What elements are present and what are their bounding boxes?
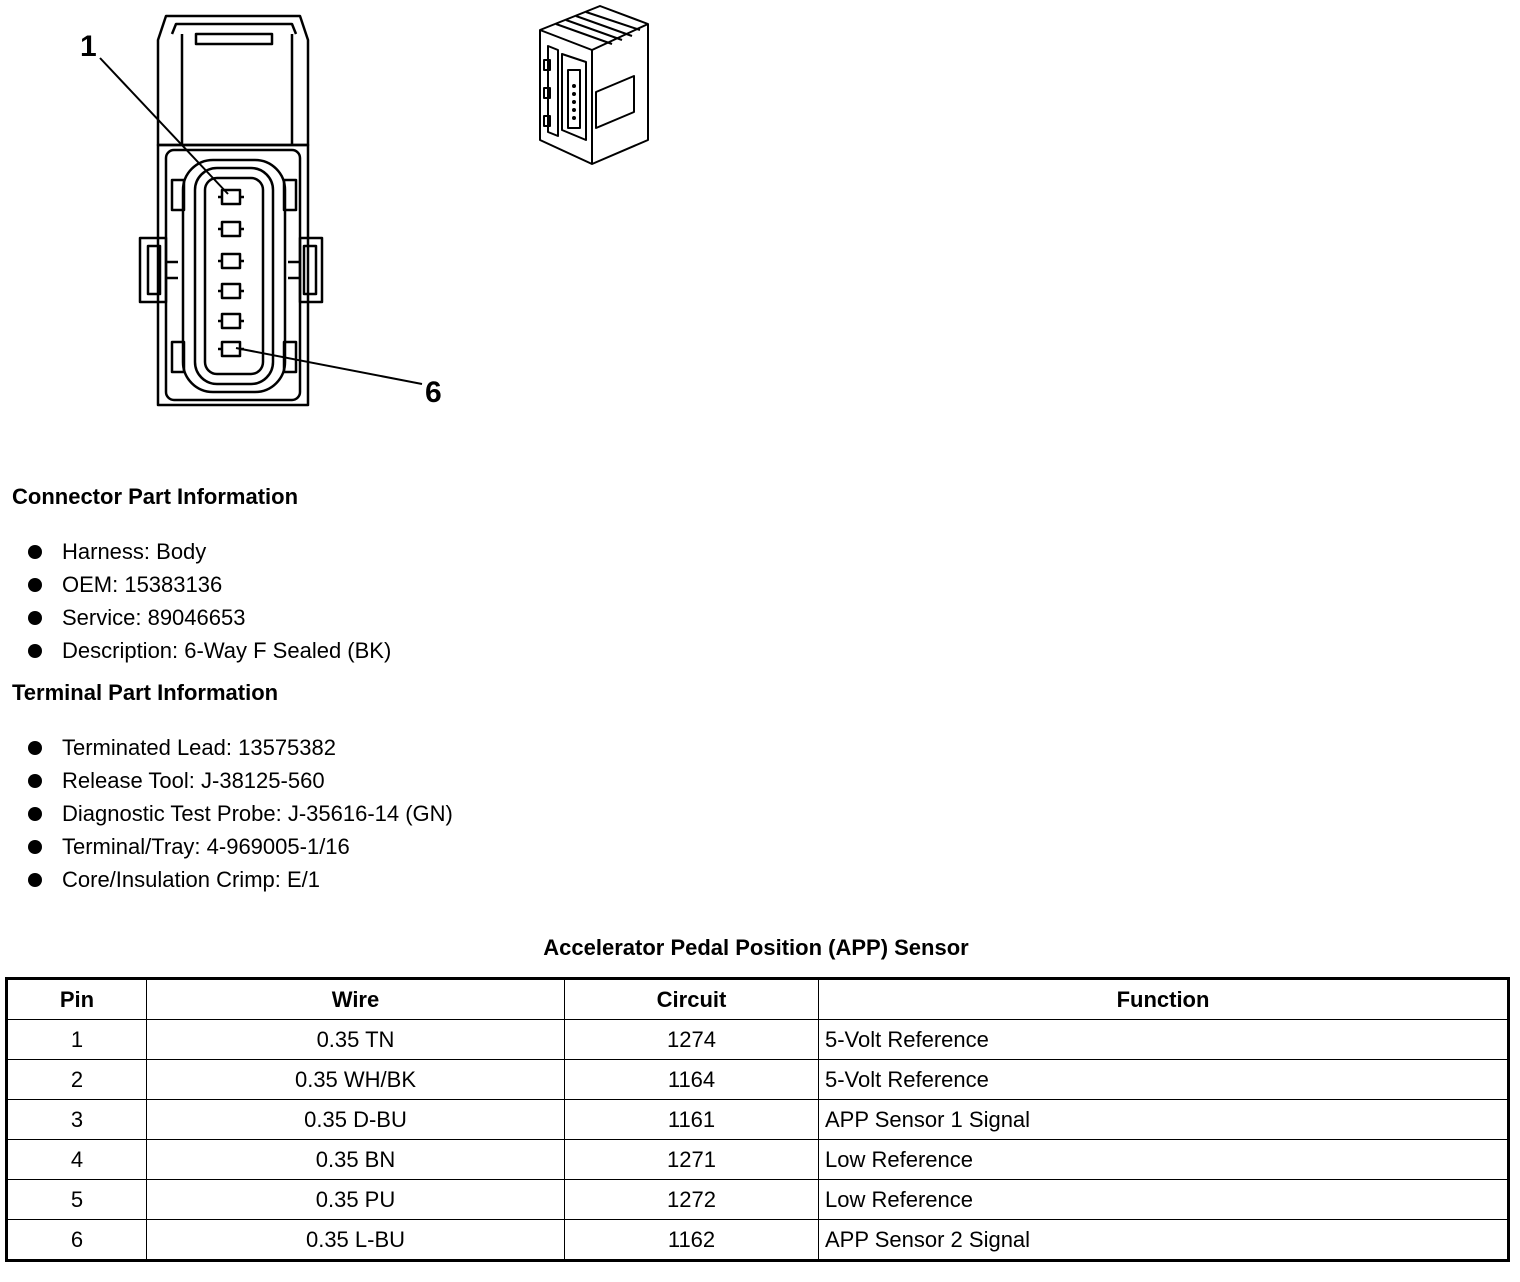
connector-part-info-heading: Connector Part Information: [12, 484, 299, 509]
table-row: 1 0.35 TN 1274 5-Volt Reference: [6, 1019, 1509, 1060]
cell-pin: 1: [6, 1019, 147, 1060]
isometric-pin-dots: [572, 84, 576, 120]
callout-1: 1: [80, 30, 97, 63]
cell-function: APP Sensor 2 Signal: [818, 1219, 1509, 1261]
pinout-table: Pin Wire Circuit Function 1 0.35 TN 1274…: [5, 977, 1510, 1262]
cell-pin: 4: [6, 1139, 147, 1180]
cell-pin: 5: [6, 1179, 147, 1220]
cell-function: Low Reference: [818, 1179, 1509, 1220]
table-row: 4 0.35 BN 1271 Low Reference: [6, 1139, 1509, 1180]
cell-pin: 2: [6, 1059, 147, 1100]
table-header-row: Pin Wire Circuit Function: [6, 978, 1509, 1020]
callout-6: 6: [425, 376, 442, 409]
cell-wire: 0.35 TN: [146, 1019, 565, 1060]
cell-wire: 0.35 WH/BK: [146, 1059, 565, 1100]
cavity-4: [220, 282, 242, 300]
connector-body: [156, 143, 310, 407]
cell-circuit: 1274: [564, 1019, 819, 1060]
cavity-3: [220, 252, 242, 270]
connector-isometric-view: [539, 5, 649, 165]
pinout-table-title: Accelerator Pedal Position (APP) Sensor: [543, 935, 969, 960]
bullet-icon: [28, 774, 42, 788]
leader-line-1: [99, 57, 229, 195]
cell-circuit: 1272: [564, 1179, 819, 1220]
cell-function: 5-Volt Reference: [818, 1019, 1509, 1060]
bullet-icon: [28, 611, 42, 625]
cavity-5: [220, 312, 242, 330]
cavity-1: [220, 188, 242, 206]
header-function: Function: [818, 978, 1509, 1020]
cell-wire: 0.35 L-BU: [146, 1219, 565, 1261]
connector-figure: 1 6: [80, 5, 649, 409]
cell-pin: 3: [6, 1099, 147, 1140]
bullet-icon: [28, 545, 42, 559]
bullet-icon: [28, 741, 42, 755]
cavity-2: [220, 220, 242, 238]
header-circuit: Circuit: [564, 978, 819, 1020]
terminal-part-info-list: Terminated Lead: 13575382 Release Tool: …: [28, 731, 453, 896]
terminal-cavities: [218, 188, 244, 358]
list-item: OEM: 15383136: [28, 568, 391, 601]
bullet-icon: [28, 807, 42, 821]
list-item: Description: 6-Way F Sealed (BK): [28, 634, 391, 667]
cell-function: Low Reference: [818, 1139, 1509, 1180]
cell-function: 5-Volt Reference: [818, 1059, 1509, 1100]
connector-part-info-list: Harness: Body OEM: 15383136 Service: 890…: [28, 535, 391, 667]
bullet-icon: [28, 578, 42, 592]
list-item: Core/Insulation Crimp: E/1: [28, 863, 453, 896]
table-row: 6 0.35 L-BU 1162 APP Sensor 2 Signal: [6, 1219, 1509, 1261]
header-pin: Pin: [6, 978, 147, 1020]
cell-circuit: 1161: [564, 1099, 819, 1140]
connector-side-tabs: [138, 236, 324, 304]
cell-circuit: 1271: [564, 1139, 819, 1180]
cell-wire: 0.35 D-BU: [146, 1099, 565, 1140]
connector-latch: [156, 14, 310, 147]
cell-wire: 0.35 PU: [146, 1179, 565, 1220]
leader-line-6: [235, 347, 423, 385]
table-row: 2 0.35 WH/BK 1164 5-Volt Reference: [6, 1059, 1509, 1100]
cell-circuit: 1162: [564, 1219, 819, 1261]
list-item: Terminal/Tray: 4-969005-1/16: [28, 830, 453, 863]
table-row: 3 0.35 D-BU 1161 APP Sensor 1 Signal: [6, 1099, 1509, 1140]
list-item: Service: 89046653: [28, 601, 391, 634]
cell-wire: 0.35 BN: [146, 1139, 565, 1180]
table-row: 5 0.35 PU 1272 Low Reference: [6, 1179, 1509, 1220]
header-wire: Wire: [146, 978, 565, 1020]
list-item: Harness: Body: [28, 535, 391, 568]
terminal-part-info-heading: Terminal Part Information: [12, 680, 279, 705]
cell-circuit: 1164: [564, 1059, 819, 1100]
list-item: Terminated Lead: 13575382: [28, 731, 453, 764]
bullet-icon: [28, 873, 42, 887]
cell-function: APP Sensor 1 Signal: [818, 1099, 1509, 1140]
bullet-icon: [28, 840, 42, 854]
cell-pin: 6: [6, 1219, 147, 1261]
list-item: Diagnostic Test Probe: J-35616-14 (GN): [28, 797, 453, 830]
list-item: Release Tool: J-38125-560: [28, 764, 453, 797]
bullet-icon: [28, 644, 42, 658]
